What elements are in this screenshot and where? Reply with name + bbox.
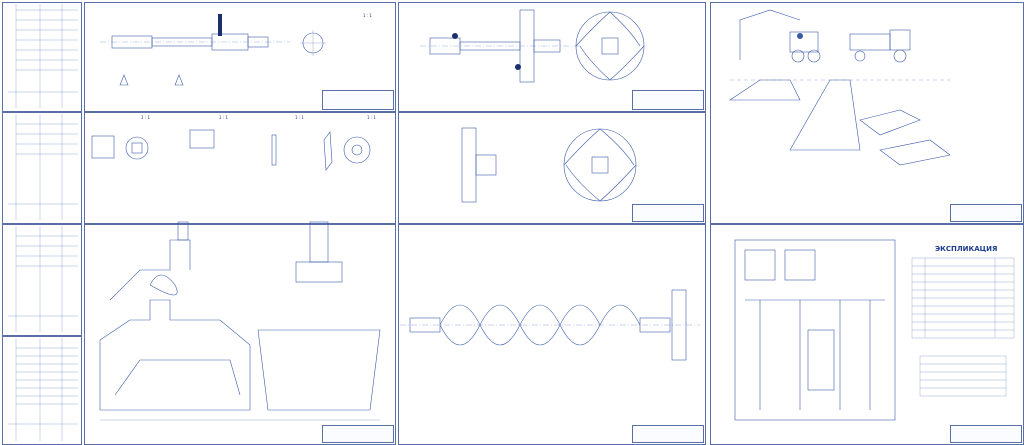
detail-scale-label: 1 : 1: [141, 115, 150, 120]
detail-scale-label: 1 : 1: [367, 115, 376, 120]
plan-sheet: [710, 224, 1024, 445]
title-block: [632, 425, 704, 443]
title-block: [322, 425, 394, 443]
explication-table: [911, 257, 1015, 397]
spec-sheet-2: [2, 112, 82, 224]
tractor-marker: [797, 33, 803, 39]
auger-sheet: [398, 224, 706, 445]
detail-scale-label: 1 : 1: [363, 13, 372, 18]
detail-parts: [91, 129, 371, 171]
title-block: [632, 90, 704, 110]
shaft-key: [218, 14, 222, 36]
impeller-marker: [452, 33, 458, 39]
title-block: [322, 90, 394, 110]
shaft-outline: [100, 30, 326, 86]
disk-views: [461, 127, 637, 203]
spec-sheet-1: [2, 2, 82, 112]
hopper-assembly: [99, 221, 381, 421]
auger-drawing: [400, 289, 700, 361]
title-block: [632, 204, 704, 222]
spec-table-lines: [8, 4, 78, 441]
explication-title: ЭКСПЛИКАЦИЯ: [935, 245, 998, 253]
detail-scale-label: 1 : 1: [219, 115, 228, 120]
title-block: [950, 204, 1022, 222]
spec-sheet-4: [2, 336, 82, 445]
hopper-assembly-sheet: [84, 224, 396, 445]
process-scheme: [729, 9, 951, 166]
details-sheet: [84, 112, 396, 224]
impeller-marker: [515, 64, 521, 70]
title-block: [950, 425, 1022, 443]
floor-plan: [734, 239, 896, 421]
spec-sheet-3: [2, 224, 82, 336]
detail-scale-label: 1 : 1: [295, 115, 304, 120]
impeller-side-view: [420, 9, 645, 83]
